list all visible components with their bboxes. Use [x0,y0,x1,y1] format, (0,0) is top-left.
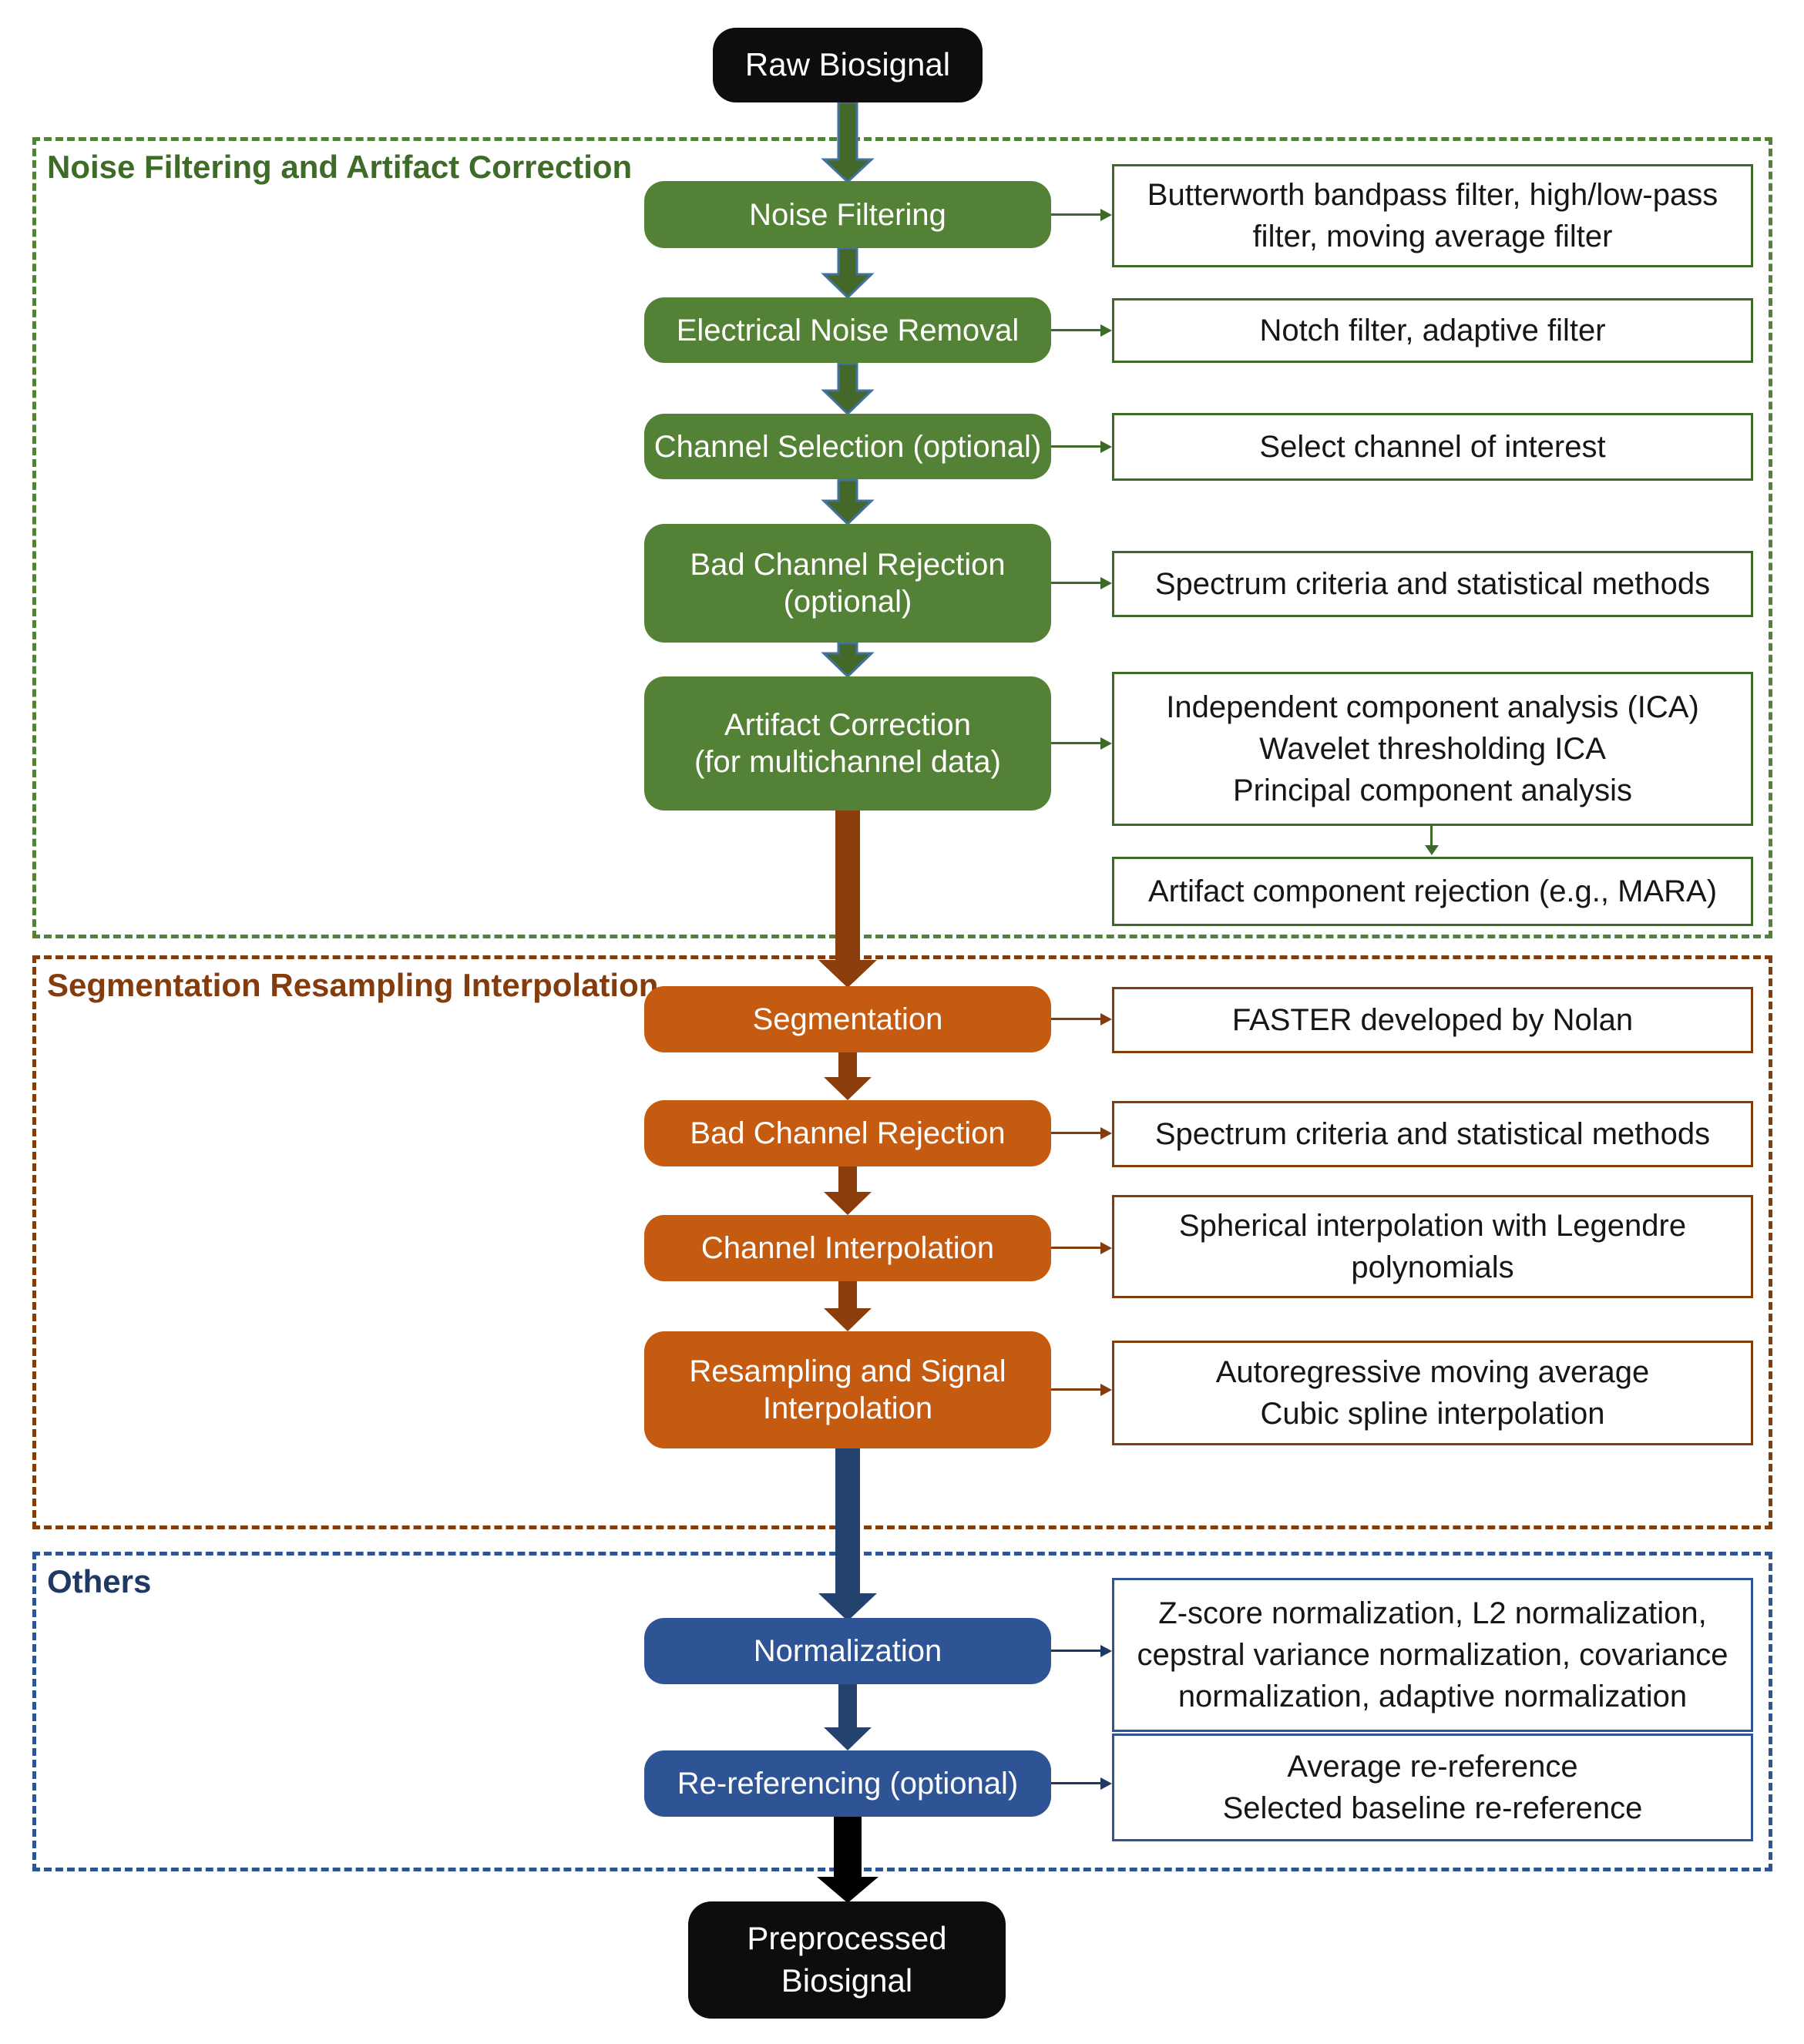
step-artifact-correction: Artifact Correction (for multichannel da… [644,676,1051,811]
step-channel-selection: Channel Selection (optional) [644,414,1051,479]
section-title-noise-filtering: Noise Filtering and Artifact Correction [47,149,633,185]
desc-normalization: Z-score normalization, L2 normalization,… [1112,1578,1753,1732]
step-bad-channel-rejection-optional: Bad Channel Rejection (optional) [644,524,1051,643]
connector-arrow-icon [1051,209,1112,221]
desc-artifact-component-rejection: Artifact component rejection (e.g., MARA… [1112,857,1753,926]
section-title-others: Others [47,1563,152,1599]
connector-arrow-down-icon [1425,826,1439,855]
desc-bad-channel-rejection: Spectrum criteria and statistical method… [1112,1101,1753,1167]
desc-resampling-signal-interpolation: Autoregressive moving average Cubic spli… [1112,1341,1753,1445]
step-noise-filtering: Noise Filtering [644,181,1051,248]
connector-arrow-icon [1051,737,1112,750]
flow-arrow-down-icon [821,247,875,299]
section-noise-filtering-artifact-correction: Noise Filtering and Artifact Correction [32,137,1772,938]
connector-arrow-icon [1051,1645,1112,1657]
desc-segmentation: FASTER developed by Nolan [1112,987,1753,1053]
desc-bad-channel-rejection-optional: Spectrum criteria and statistical method… [1112,551,1753,617]
connector-arrow-icon [1051,577,1112,589]
desc-channel-selection: Select channel of interest [1112,413,1753,481]
flow-arrow-down-icon [821,362,875,415]
desc-artifact-correction: Independent component analysis (ICA) Wav… [1112,672,1753,826]
desc-noise-filtering: Butterworth bandpass filter, high/low-pa… [1112,164,1753,267]
connector-arrow-icon [1051,324,1112,337]
flow-arrow-down-icon [817,1817,878,1903]
section-others: Others [32,1552,1772,1871]
raw-biosignal-node: Raw Biosignal [713,28,983,102]
connector-arrow-icon [1051,1127,1112,1139]
flow-arrow-down-icon [821,642,875,678]
step-resampling-signal-interpolation: Resampling and Signal Interpolation [644,1331,1051,1448]
flow-arrow-down-icon [821,101,875,184]
flow-arrow-down-icon [824,1166,872,1215]
step-segmentation: Segmentation [644,986,1051,1052]
flow-arrow-down-icon [824,1281,872,1331]
step-normalization: Normalization [644,1618,1051,1684]
step-channel-interpolation: Channel Interpolation [644,1215,1051,1281]
section-segmentation-resampling-interpolation: Segmentation Resampling Interpolation [32,955,1772,1529]
preprocessed-biosignal-node: Preprocessed Biosignal [688,1901,1006,2019]
section-title-segmentation: Segmentation Resampling Interpolation [47,967,659,1003]
desc-re-referencing: Average re-reference Selected baseline r… [1112,1734,1753,1841]
flow-arrow-down-icon [824,1684,872,1750]
connector-arrow-icon [1051,1384,1112,1396]
desc-electrical-noise-removal: Notch filter, adaptive filter [1112,298,1753,363]
flow-arrow-down-icon [821,478,875,525]
flow-arrow-down-icon [818,1448,877,1621]
desc-channel-interpolation: Spherical interpolation with Legendre po… [1112,1195,1753,1298]
connector-arrow-icon [1051,441,1112,453]
flow-arrow-down-icon [824,1052,872,1100]
step-re-referencing: Re-referencing (optional) [644,1750,1051,1817]
step-electrical-noise-removal: Electrical Noise Removal [644,297,1051,363]
step-bad-channel-rejection: Bad Channel Rejection [644,1100,1051,1166]
connector-arrow-icon [1051,1013,1112,1025]
connector-arrow-icon [1051,1777,1112,1790]
connector-arrow-icon [1051,1242,1112,1254]
flow-arrow-down-icon [818,811,877,988]
